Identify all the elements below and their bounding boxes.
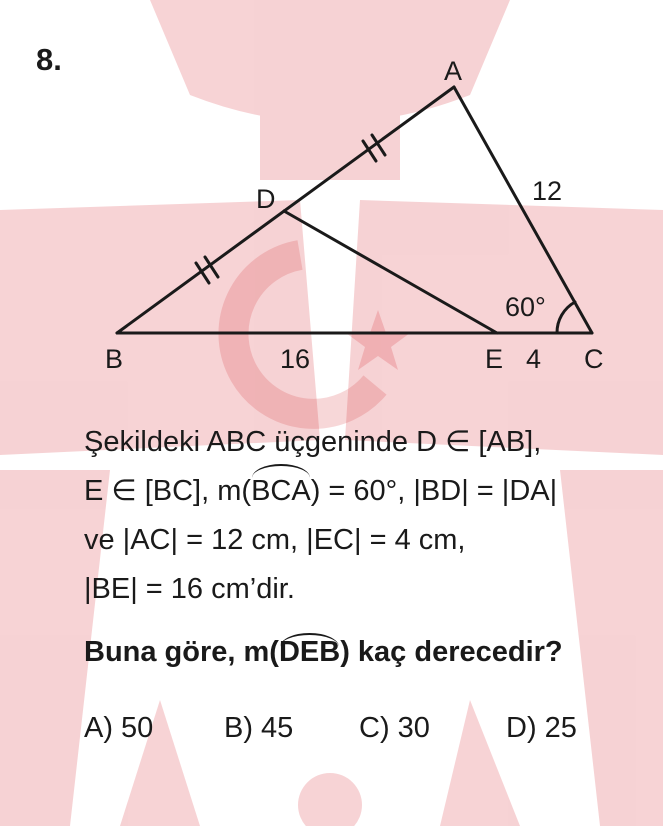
- angle-label-c: 60°: [505, 292, 546, 322]
- triangle-figure: A D B E C 12 16 4 60°: [105, 56, 604, 374]
- side-ab: [115, 85, 456, 335]
- tick-marks-bd: [194, 255, 220, 285]
- angle-arc-c: [555, 300, 577, 335]
- vertex-label-c: C: [584, 344, 604, 374]
- length-label-ac: 12: [532, 176, 562, 206]
- choice-b[interactable]: B) 45: [224, 712, 294, 744]
- side-ac: [452, 85, 594, 335]
- length-label-ec: 4: [526, 344, 541, 374]
- angle-bca-arc: BCA: [251, 464, 311, 516]
- statement-line-1: Şekildeki ABC üçgeninde D ∈ [AB],: [84, 426, 542, 458]
- segment-de: [282, 209, 499, 335]
- angle-deb-arc: DEB: [278, 633, 341, 668]
- question-number: 8.: [36, 42, 62, 77]
- vertex-label-e: E: [485, 344, 503, 374]
- problem-statement: Şekildeki ABC üçgeninde D ∈ [AB], E ∈ [B…: [84, 418, 654, 614]
- choice-c[interactable]: C) 30: [359, 712, 430, 744]
- vertex-label-b: B: [105, 344, 123, 374]
- statement-line-2-prefix: E ∈ [BC], m(: [84, 475, 252, 507]
- choice-a[interactable]: A) 50: [84, 712, 154, 744]
- statement-line-4: |BE| = 16 cm’dir.: [84, 573, 295, 605]
- question-suffix: ) kaç derecedir?: [340, 636, 563, 668]
- vertex-label-a: A: [444, 56, 462, 86]
- question-prefix: Buna göre, m(: [84, 636, 279, 668]
- tick-marks-da: [361, 133, 387, 163]
- length-label-be: 16: [280, 344, 310, 374]
- statement-line-3: ve |AC| = 12 cm, |EC| = 4 cm,: [84, 524, 466, 556]
- question-text: Buna göre, m(DEB) kaç derecedir?: [84, 633, 659, 669]
- statement-line-2-suffix: ) = 60°, |BD| = |DA|: [310, 475, 558, 507]
- statement-line-2: E ∈ [BC], m(BCA) = 60°, |BD| = |DA|: [84, 464, 654, 516]
- vertex-label-d: D: [256, 184, 276, 214]
- choice-d[interactable]: D) 25: [506, 712, 577, 744]
